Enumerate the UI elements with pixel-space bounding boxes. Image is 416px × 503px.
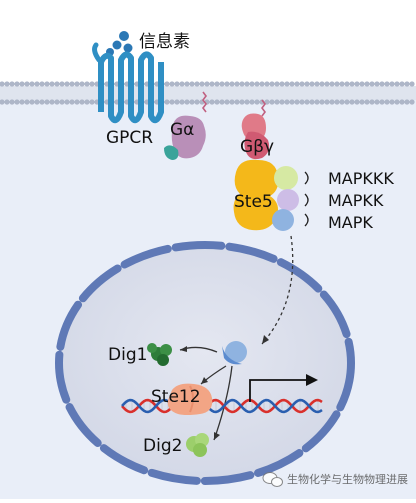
g-alpha-label: Gα xyxy=(170,120,194,140)
mapkk-label: MAPKK xyxy=(328,191,384,210)
translocation-arrow xyxy=(261,235,294,345)
wechat-watermark: 生物化学与生物物理进展 xyxy=(262,472,408,487)
dig2-label: Dig2 xyxy=(143,436,182,456)
nuclear-envelope xyxy=(55,241,355,485)
mapk-label: MAPK xyxy=(328,213,373,232)
dig2-arrow xyxy=(213,365,233,441)
mapk-kinase xyxy=(272,209,294,231)
dig1-arrowhead xyxy=(180,346,187,352)
pheromone-dot xyxy=(123,43,133,53)
ste12-protein xyxy=(167,383,213,415)
dig2-arrowhead xyxy=(214,432,220,440)
nuclear-mapk xyxy=(222,341,247,365)
ste12-label: Ste12 xyxy=(151,387,201,407)
gpcr-label: GPCR xyxy=(106,128,153,148)
transcription-start-arrow xyxy=(249,374,318,402)
g-alpha-subunit xyxy=(164,91,207,160)
pheromone-label: 信息素 xyxy=(139,32,190,52)
mapkkk-label: MAPKKK xyxy=(328,169,394,188)
ste5-label: Ste5 xyxy=(234,192,273,212)
g-beta-gamma-subunit xyxy=(241,99,270,160)
gpcr-receptor xyxy=(92,42,164,124)
g-beta-gamma-label: Gβγ xyxy=(240,137,274,157)
dig1-protein xyxy=(147,343,172,366)
nucleus xyxy=(55,241,355,485)
pheromone-dot xyxy=(119,31,129,41)
dig1-label: Dig1 xyxy=(108,345,147,365)
mapkkk-kinase xyxy=(274,166,298,190)
dig2-protein xyxy=(186,433,209,457)
cell-membrane xyxy=(0,81,416,105)
watermark-text: 生物化学与生物物理进展 xyxy=(287,472,408,486)
pheromone-dot xyxy=(112,40,122,50)
kinase-brackets xyxy=(304,171,309,227)
mapkk-kinase xyxy=(277,189,299,211)
ste12-arrowhead xyxy=(201,377,208,384)
ste5-scaffold xyxy=(233,159,299,231)
